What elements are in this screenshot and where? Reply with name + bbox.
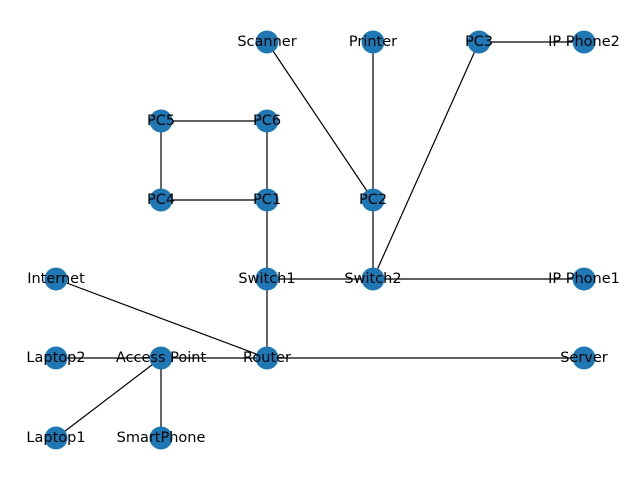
node-label-ip-phone2: IP Phone2 bbox=[548, 34, 620, 50]
node-ip-phone1 bbox=[572, 267, 596, 291]
node-pc1 bbox=[255, 188, 279, 212]
node-printer bbox=[361, 30, 385, 54]
node-label-ip-phone1: IP Phone1 bbox=[548, 271, 620, 287]
edge-internet-router bbox=[55, 278, 268, 359]
node-switch1 bbox=[255, 267, 279, 291]
node-ip-phone2 bbox=[572, 30, 596, 54]
edge-layer bbox=[55, 41, 584, 439]
node-label-pc4: PC4 bbox=[147, 192, 175, 208]
node-label-smartphone: SmartPhone bbox=[117, 430, 206, 446]
node-label-pc1: PC1 bbox=[253, 192, 281, 208]
node-pc5 bbox=[149, 109, 173, 133]
node-label-access-point: Access Point bbox=[116, 350, 207, 366]
node-pc2 bbox=[361, 188, 385, 212]
node-internet bbox=[44, 267, 68, 291]
node-label-pc2: PC2 bbox=[359, 192, 387, 208]
node-laptop2 bbox=[44, 346, 68, 370]
node-label-switch2: Switch2 bbox=[344, 271, 401, 287]
node-layer bbox=[44, 30, 596, 450]
edge-access-point-laptop1 bbox=[55, 357, 162, 439]
node-label-router: Router bbox=[243, 350, 291, 366]
node-laptop1 bbox=[44, 426, 68, 450]
node-label-server: Server bbox=[560, 350, 608, 366]
edge-scanner-pc2 bbox=[266, 41, 374, 201]
node-pc3 bbox=[467, 30, 491, 54]
node-pc6 bbox=[255, 109, 279, 133]
node-label-pc3: PC3 bbox=[465, 34, 493, 50]
node-label-pc6: PC6 bbox=[253, 113, 281, 129]
node-label-laptop2: Laptop2 bbox=[26, 350, 85, 366]
node-label-scanner: Scanner bbox=[237, 34, 296, 50]
edge-pc3-switch2 bbox=[372, 41, 480, 280]
node-switch2 bbox=[361, 267, 385, 291]
node-label-switch1: Switch1 bbox=[238, 271, 295, 287]
node-label-printer: Printer bbox=[349, 34, 397, 50]
node-label-internet: Internet bbox=[27, 271, 85, 287]
node-scanner bbox=[255, 30, 279, 54]
node-label-pc5: PC5 bbox=[147, 113, 175, 129]
node-server bbox=[572, 346, 596, 370]
node-access-point bbox=[149, 346, 173, 370]
node-pc4 bbox=[149, 188, 173, 212]
node-smartphone bbox=[149, 426, 173, 450]
node-label-laptop1: Laptop1 bbox=[26, 430, 85, 446]
node-router bbox=[255, 346, 279, 370]
